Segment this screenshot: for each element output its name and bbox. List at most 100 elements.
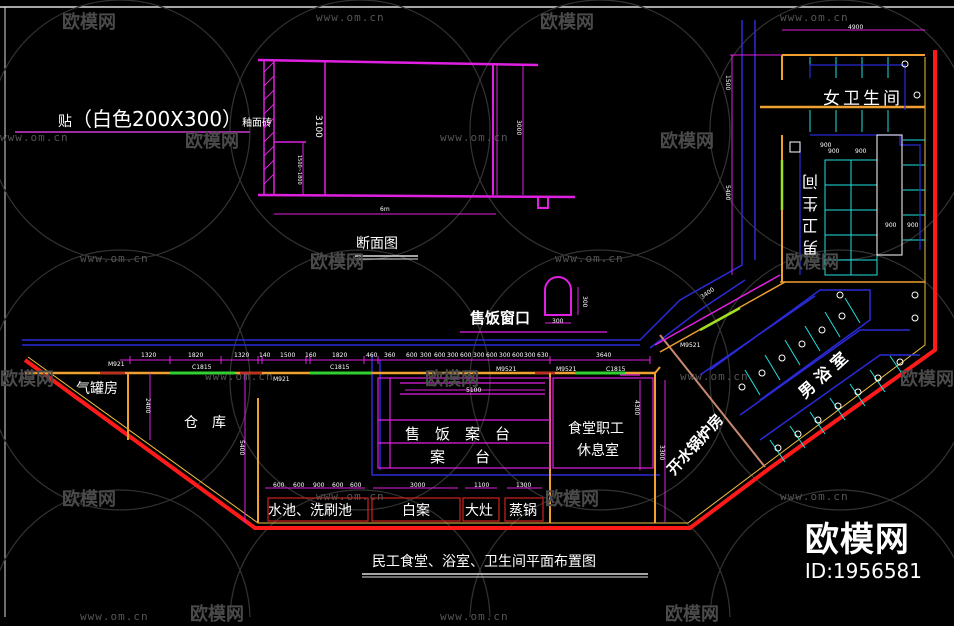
dim-label: 600 bbox=[406, 352, 418, 359]
dim-label: 1500 bbox=[280, 352, 296, 359]
dim-label: 600 bbox=[293, 482, 305, 489]
watermark-logo: 欧模网 bbox=[665, 604, 719, 625]
room-sink: 水池、洗刷池 bbox=[268, 503, 352, 519]
watermark-logo: 欧模网 bbox=[0, 369, 54, 390]
watermark-logo: 欧模网 bbox=[425, 369, 479, 390]
section-sill-dim: 1500~1800 bbox=[296, 155, 302, 185]
boiler-walls bbox=[654, 274, 925, 468]
room-counter: 案 台 bbox=[430, 448, 491, 466]
room-warehouse: 仓 库 bbox=[184, 415, 226, 431]
watermark-site: www.om.cn bbox=[205, 370, 274, 383]
door-code: M9521 bbox=[680, 342, 701, 349]
watermark-site: www.om.cn bbox=[0, 131, 69, 144]
watermark-logo: 欧模网 bbox=[540, 12, 594, 33]
window-code: C1815 bbox=[606, 366, 626, 373]
dim-label: 900 bbox=[828, 148, 840, 155]
tile-note-suffix: 釉面砖 bbox=[242, 118, 273, 129]
door-code: M9521 bbox=[496, 366, 517, 373]
watermark-logo: 欧模网 bbox=[660, 131, 714, 152]
dim-label: 160 bbox=[305, 352, 317, 359]
blue-grid-lines bbox=[22, 20, 756, 476]
counter-outline bbox=[377, 374, 654, 469]
dim-label: 900 bbox=[885, 222, 897, 229]
dim-label: 140 bbox=[259, 352, 271, 359]
dimension-lines bbox=[120, 356, 666, 523]
window-detail-label: 售饭窗口 bbox=[470, 309, 531, 327]
toilet-width-dim: 4900 bbox=[848, 24, 864, 31]
dim-label: 600 bbox=[512, 352, 524, 359]
room-staff-rest-line1: 食堂职工 bbox=[568, 421, 624, 437]
section-title: 断面图 bbox=[356, 236, 398, 252]
dim-label: 900 bbox=[313, 482, 325, 489]
window-code: C1815 bbox=[330, 364, 350, 371]
tile-note-prefix: 贴 bbox=[58, 114, 72, 130]
watermark-site: www.om.cn bbox=[680, 370, 749, 383]
section-width-dim: 6m bbox=[380, 206, 390, 213]
room-steamer: 蒸锅 bbox=[509, 503, 537, 519]
section-drawing bbox=[257, 58, 576, 215]
brand-badge: 欧模网 ID:1956581 bbox=[805, 520, 922, 582]
window-height-dim: 300 bbox=[581, 296, 588, 308]
room-stove: 大灶 bbox=[465, 503, 493, 519]
dim-label: 1820 bbox=[332, 352, 348, 359]
window-detail-drawing bbox=[460, 276, 607, 333]
room-staff-rest-line2: 休息室 bbox=[577, 443, 619, 459]
dim-label: 600 bbox=[332, 482, 344, 489]
window-width-dim: 300 bbox=[552, 318, 564, 325]
watermark-site: www.om.cn bbox=[555, 252, 624, 265]
watermark-site: www.om.cn bbox=[780, 11, 849, 24]
watermark-logo: 欧模网 bbox=[900, 369, 954, 390]
dim-label: 3640 bbox=[596, 352, 612, 359]
room-women-toilet: 女卫生间 bbox=[823, 89, 903, 109]
door-code: M921 bbox=[108, 361, 125, 368]
brand-id: ID:1956581 bbox=[804, 559, 922, 583]
watermark-logo: 欧模网 bbox=[310, 252, 364, 273]
warehouse-depth-dim: 5400 bbox=[238, 440, 245, 456]
dim-label: 1100 bbox=[474, 482, 490, 489]
tile-note: 贴（白色200X300）釉面砖 bbox=[58, 103, 272, 132]
counter-width-dim: 5100 bbox=[466, 387, 482, 394]
inner-wall-yellow bbox=[27, 57, 926, 524]
boiler-depth-dim: 3300 bbox=[658, 445, 665, 461]
door-code: M9521 bbox=[556, 366, 577, 373]
brand-name: 欧模网 bbox=[804, 520, 910, 560]
watermark-logo: 欧模网 bbox=[185, 131, 239, 152]
dim-label: 600 bbox=[486, 352, 498, 359]
watermark-logo: 欧模网 bbox=[785, 252, 839, 273]
dim-label: 1500 bbox=[724, 75, 731, 91]
dim-label: 630 bbox=[537, 352, 549, 359]
section-height-dim: 3100 bbox=[313, 115, 323, 138]
dim-label: 360 bbox=[384, 352, 396, 359]
room-serving-counter: 售 饭 案 台 bbox=[405, 425, 511, 443]
dim-label: 600 bbox=[350, 482, 362, 489]
watermark-logo: 欧模网 bbox=[62, 489, 116, 510]
dim-label: 300 bbox=[420, 352, 432, 359]
dim-label: 300 bbox=[447, 352, 459, 359]
room-men-toilet: 男卫生间 bbox=[802, 168, 821, 256]
staff-depth-dim: 4300 bbox=[633, 400, 640, 416]
watermark-site: www.om.cn bbox=[440, 131, 509, 144]
dim-label: 300 bbox=[473, 352, 485, 359]
dim-label: 600 bbox=[273, 482, 285, 489]
watermark-logo: 欧模网 bbox=[62, 12, 116, 33]
tile-note-spec: （白色200X300） bbox=[72, 107, 243, 131]
dim-label: 600 bbox=[434, 352, 446, 359]
watermark-site: www.om.cn bbox=[780, 490, 849, 503]
room-chopping: 白案 bbox=[402, 503, 430, 519]
dim-label: 5400 bbox=[724, 185, 731, 201]
kitchen-fixtures bbox=[267, 497, 544, 522]
shower-heads bbox=[738, 291, 919, 452]
dim-label: 1320 bbox=[141, 352, 157, 359]
toilet-fixtures bbox=[789, 60, 921, 256]
dim-label: 900 bbox=[907, 222, 919, 229]
bath-partitions bbox=[699, 289, 920, 441]
toilet-blue-lines bbox=[799, 64, 921, 275]
door-code: M921 bbox=[273, 376, 290, 383]
dim-label: 3000 bbox=[410, 482, 426, 489]
dim-label: 1320 bbox=[234, 352, 250, 359]
dim-label: 460 bbox=[366, 352, 378, 359]
dim-label: 1820 bbox=[188, 352, 204, 359]
watermark-site: www.om.cn bbox=[80, 252, 149, 265]
dim-label: 600 bbox=[460, 352, 472, 359]
